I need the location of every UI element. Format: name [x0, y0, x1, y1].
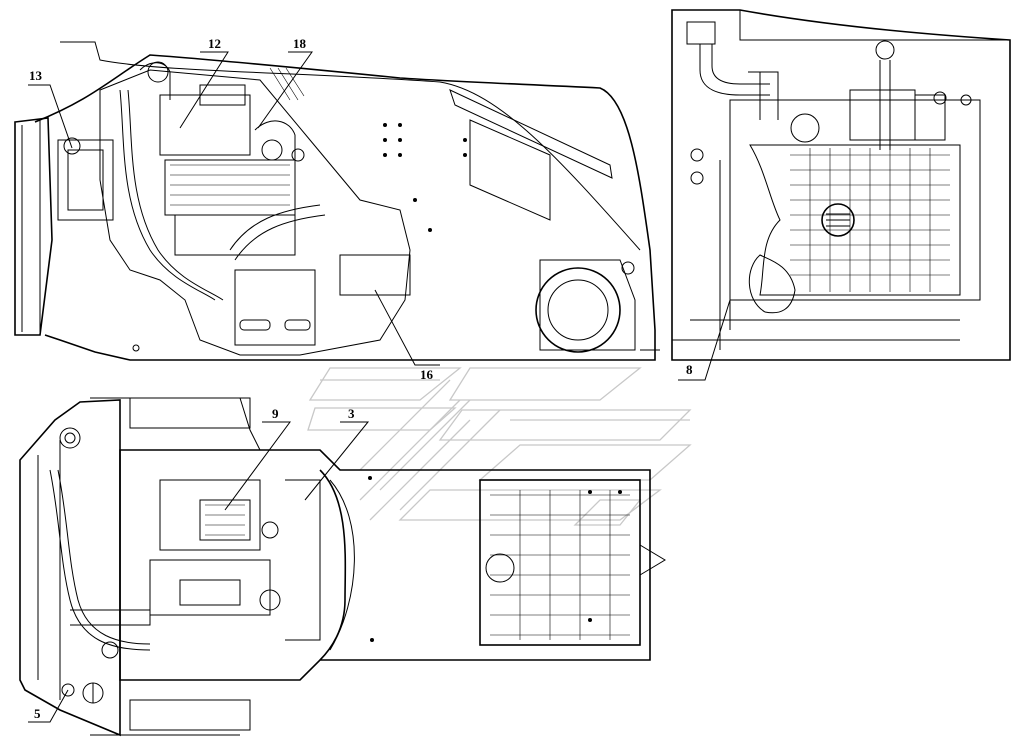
callout-3: 3 [348, 406, 355, 421]
callout-16: 16 [420, 367, 434, 382]
leader-12 [179, 51, 229, 129]
leader-3 [304, 421, 370, 501]
callout-5: 5 [34, 706, 41, 721]
callout-18: 18 [293, 36, 307, 51]
leader-9 [224, 421, 291, 511]
leader-5 [28, 689, 69, 723]
callout-12: 12 [208, 36, 221, 51]
side-view [14, 41, 660, 361]
leader-16 [374, 289, 440, 366]
end-view [671, 9, 1011, 361]
leader-18 [257, 51, 313, 129]
leader-13 [28, 84, 73, 149]
plan-view [19, 397, 666, 737]
deck-grille [490, 490, 630, 640]
panel-holes [383, 123, 467, 232]
grille [749, 144, 961, 296]
callout-13: 13 [29, 68, 43, 83]
callout-8: 8 [686, 362, 693, 377]
leader-8 [678, 299, 731, 381]
callouts: 13 12 18 16 8 9 3 5 [28, 36, 731, 723]
callout-9: 9 [272, 406, 279, 421]
watermark-logo [307, 367, 692, 526]
